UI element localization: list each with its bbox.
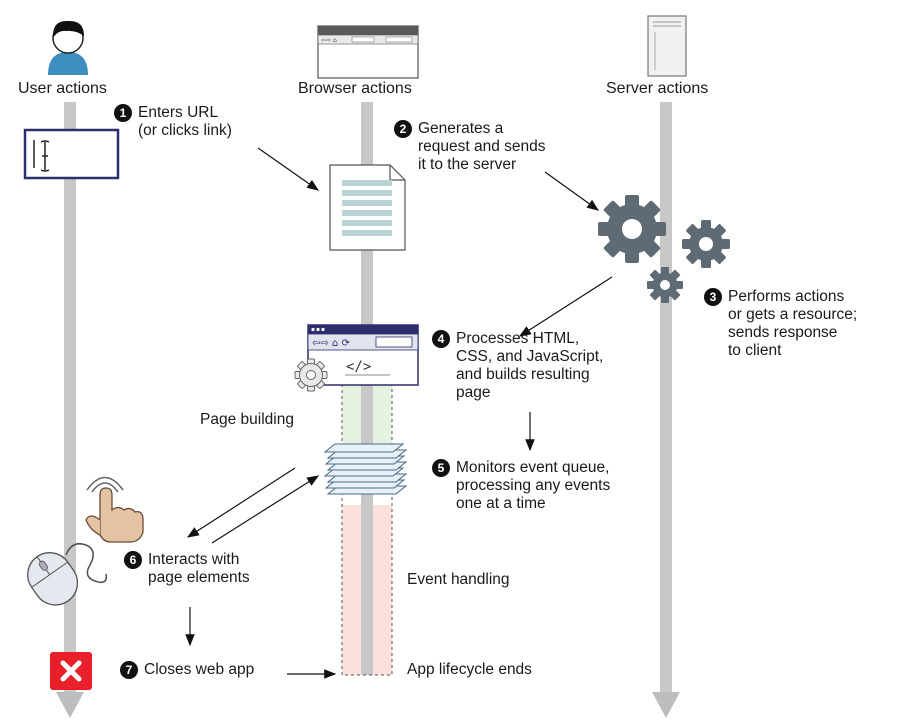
step-1-line-2: (or clicks link) [138,122,232,139]
server-lifeline [652,102,680,718]
step-number-7: 7 [120,661,138,679]
column-title-user: User actions [18,80,107,97]
step-4-line-1: Processes HTML, [456,330,580,347]
user-lifeline [56,102,84,718]
step-number-2: 2 [394,120,412,138]
step-3-line-4: to client [728,342,782,359]
step-2-line-1: Generates a [418,120,504,137]
flow-arrows [185,147,613,679]
step-number-3: 3 [704,288,722,306]
mouse-icon [27,542,108,606]
code-tag-label: </> [346,359,372,375]
svg-text:⇦⇨ ⌂: ⇦⇨ ⌂ [321,37,337,44]
step-5-line-3: one at a time [456,495,546,512]
page-building-label: Page building [200,411,294,428]
step-4-line-3: and builds resulting [456,366,590,383]
column-title-server: Server actions [606,80,709,97]
step-2-line-2: request and sends [418,138,546,155]
user-icon [48,20,88,75]
step-5-line-1: Monitors event queue, [456,459,610,476]
server-icon [647,15,687,77]
step-3-line-3: sends response [728,324,838,341]
step-number-6: 6 [124,551,142,569]
close-app-icon [50,652,92,690]
step-7-line-1: Closes web app [144,661,255,678]
step-2-line-3: it to the server [418,156,517,173]
event-queue-icon [323,443,408,495]
step-number-5: 5 [432,459,450,477]
step-number-1: 1 [114,104,132,122]
step-6-line-2: page elements [148,569,250,586]
svg-text:⇦⇨ ⌂ ⟳: ⇦⇨ ⌂ ⟳ [312,338,350,349]
column-title-browser: Browser actions [298,80,412,97]
step-number-4: 4 [432,330,450,348]
step-4-line-2: CSS, and JavaScript, [456,348,604,365]
document-icon [329,164,406,251]
gears-icon [598,195,730,303]
step-4-line-4: page [456,384,491,401]
step-5-line-2: processing any events [456,477,611,494]
app-lifecycle-ends-label: App lifecycle ends [407,661,532,678]
step-3-line-2: or gets a resource; [728,306,858,323]
browser-window-icon: ⇦⇨ ⌂ [317,25,419,79]
hand-pointer-icon [85,476,144,543]
event-handling-label: Event handling [407,571,510,588]
step-1-line-1: Enters URL [138,104,219,121]
step-6-line-1: Interacts with [148,551,240,568]
small-gear-icon [294,358,328,392]
step-3-line-1: Performs actions [728,288,845,305]
event-handling-band [342,505,392,675]
page-building-band [342,385,392,445]
url-input-icon [23,128,120,180]
